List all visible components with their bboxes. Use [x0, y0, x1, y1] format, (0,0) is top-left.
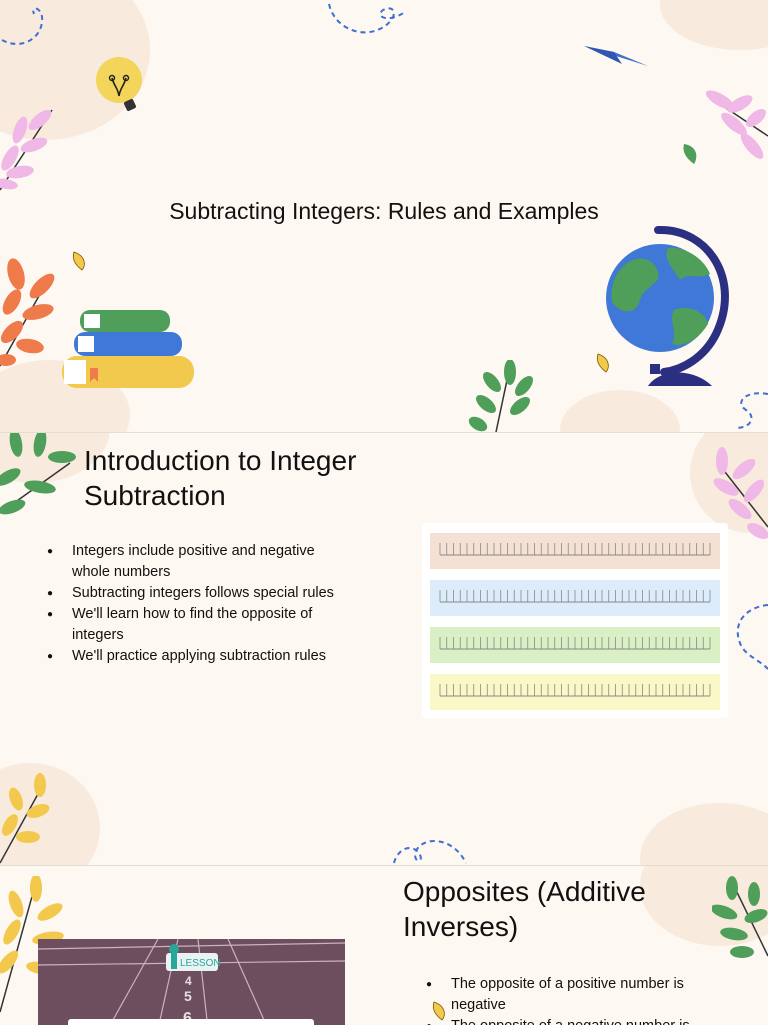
- slide-title: Introduction to Integer Subtraction: [84, 445, 357, 511]
- track-number: 5: [184, 988, 192, 1004]
- bullet-list: Integers include positive and negative w…: [42, 541, 342, 667]
- yellow-leaf-icon: [0, 876, 64, 1013]
- globe-icon: [606, 225, 729, 386]
- track-number: 4: [185, 974, 192, 988]
- yellow-leaf-icon: [596, 353, 609, 373]
- number-line-image: [422, 523, 728, 718]
- orange-leaf-icon: [0, 258, 55, 367]
- green-leaf-icon: [468, 360, 533, 432]
- pink-leaf-icon: [713, 447, 768, 539]
- background-blob: [640, 803, 768, 866]
- yellow-leaf-icon: [432, 1001, 445, 1021]
- paper-plane-icon: [584, 46, 648, 66]
- bullet-item: The opposite of a positive number is neg…: [421, 974, 721, 1016]
- lesson-thumbnail: LESSON 4 5 6: [38, 939, 345, 1025]
- slide-title: Subtracting Integers: Rules and Examples: [169, 198, 599, 224]
- pink-leaf-icon: [705, 90, 768, 159]
- green-leaf-icon: [0, 433, 76, 515]
- track-number: 6: [183, 1010, 192, 1025]
- pink-leaf-icon: [0, 109, 53, 191]
- number-line-strips: [430, 533, 720, 710]
- bullet-list: The opposite of a positive number is neg…: [421, 974, 721, 1025]
- dashed-swirl-icon: [1, 7, 44, 45]
- bullet-item: Integers include positive and negative w…: [42, 541, 342, 583]
- books-stack-icon: [62, 310, 194, 388]
- background-blob: [560, 390, 680, 432]
- small-leaf-icon: [683, 144, 697, 164]
- intro-slide: Introduction to Integer Subtraction Inte…: [0, 432, 768, 866]
- title-slide: Subtracting Integers: Rules and Examples: [0, 0, 768, 432]
- opposites-slide: LESSON 4 5 6 Opposites (Additive Inverse…: [0, 865, 768, 1025]
- bullet-item: We'll practice applying subtraction rule…: [42, 646, 342, 667]
- yellow-leaf-icon: [0, 773, 50, 864]
- dashed-swirl-icon: [328, 3, 406, 34]
- bullet-item: We'll learn how to find the opposite of …: [42, 604, 342, 646]
- background-blob: [660, 0, 768, 50]
- yellow-leaf-icon: [72, 251, 85, 271]
- green-leaf-icon: [712, 876, 768, 958]
- slide-title: Opposites (Additive Inverses): [403, 876, 646, 942]
- lesson-badge-label: LESSON: [180, 958, 221, 969]
- dashed-swirl-icon: [735, 392, 768, 429]
- bullet-item: The opposite of a negative number is: [421, 1016, 721, 1025]
- bullet-item: Subtracting integers follows special rul…: [42, 583, 342, 604]
- running-track-image: LESSON 4 5 6: [38, 939, 345, 1025]
- lightbulb-icon: [96, 57, 142, 111]
- dashed-swirl-icon: [736, 604, 768, 670]
- dashed-swirl-icon: [393, 840, 467, 864]
